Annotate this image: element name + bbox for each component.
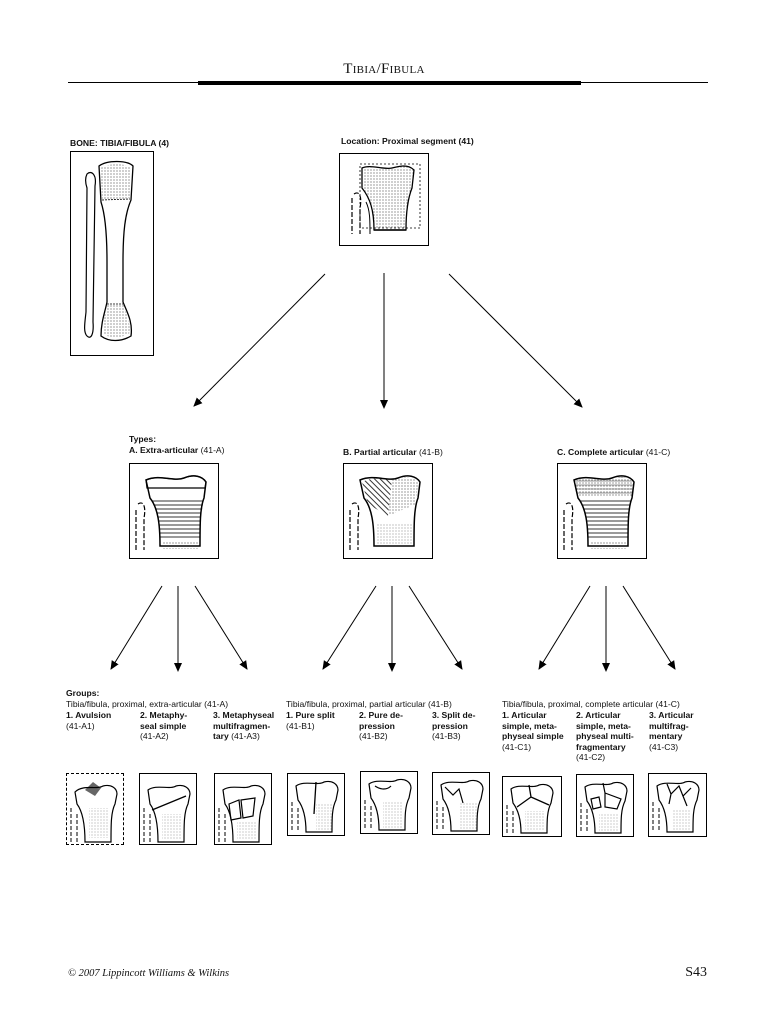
page-title: Tibia/Fibula bbox=[343, 61, 425, 77]
location-figure bbox=[339, 153, 429, 246]
arrow-c-to-c3 bbox=[622, 585, 676, 670]
page-number: S43 bbox=[685, 965, 707, 980]
group-b3-figure bbox=[432, 772, 490, 835]
group-b1-label: 1. Pure split(41-B1) bbox=[286, 710, 335, 731]
location-label: Location: Proximal segment (41) bbox=[341, 136, 474, 146]
bone-figure bbox=[70, 151, 154, 356]
type-a-figure bbox=[129, 463, 219, 559]
arrow-b-to-b3 bbox=[408, 585, 463, 670]
group-b1-figure bbox=[287, 773, 345, 836]
footer-copyright: © 2007 Lippincott Williams & Wilkins bbox=[68, 968, 230, 979]
arrow-a-to-a3 bbox=[194, 585, 248, 670]
group-a2-label: 2. Metaphy-seal simple(41-A2) bbox=[140, 710, 188, 742]
group-c1-figure bbox=[502, 776, 562, 837]
type-c-figure bbox=[557, 463, 647, 559]
group-c2-figure bbox=[576, 774, 634, 837]
type-b-figure bbox=[343, 463, 433, 559]
group-b3-label: 3. Split de-pression(41-B3) bbox=[432, 710, 476, 742]
type-a-label: A. Extra-articular (41-A) bbox=[129, 444, 225, 455]
group-b2-label: 2. Pure de-pression(41-B2) bbox=[359, 710, 403, 742]
type-b-label: B. Partial articular (41-B) bbox=[343, 447, 443, 457]
arrow-location-to-c bbox=[448, 273, 583, 408]
type-c-label: C. Complete articular (41-C) bbox=[557, 447, 671, 457]
group-a1-label: 1. Avulsion(41-A1) bbox=[66, 710, 112, 731]
bone-label: BONE: TIBIA/FIBULA (4) bbox=[70, 138, 169, 148]
arrow-b-to-b1 bbox=[322, 585, 377, 670]
group-b2-figure bbox=[360, 771, 418, 834]
arrow-c-to-c1 bbox=[538, 585, 591, 670]
group-a2-figure bbox=[139, 773, 197, 845]
types-heading-block: Types: A. Extra-articular (41-A) bbox=[129, 434, 225, 455]
group-c-title: Tibia/fibula, proximal, complete articul… bbox=[502, 699, 680, 709]
group-b-title: Tibia/fibula, proximal, partial articula… bbox=[286, 699, 452, 709]
header-rule-thick bbox=[198, 81, 581, 85]
group-a-header: Groups: Tibia/fibula, proximal, extra-ar… bbox=[66, 688, 276, 709]
group-c3-figure bbox=[648, 773, 707, 837]
arrow-location-to-a bbox=[193, 273, 326, 407]
group-a1-figure bbox=[66, 773, 124, 845]
group-a3-figure bbox=[214, 773, 272, 845]
group-a-title: Tibia/fibula, proximal, extra-articular … bbox=[66, 698, 229, 709]
arrow-a-to-a1 bbox=[110, 585, 163, 670]
types-heading: Types: bbox=[129, 434, 157, 444]
groups-heading: Groups: bbox=[66, 688, 100, 698]
